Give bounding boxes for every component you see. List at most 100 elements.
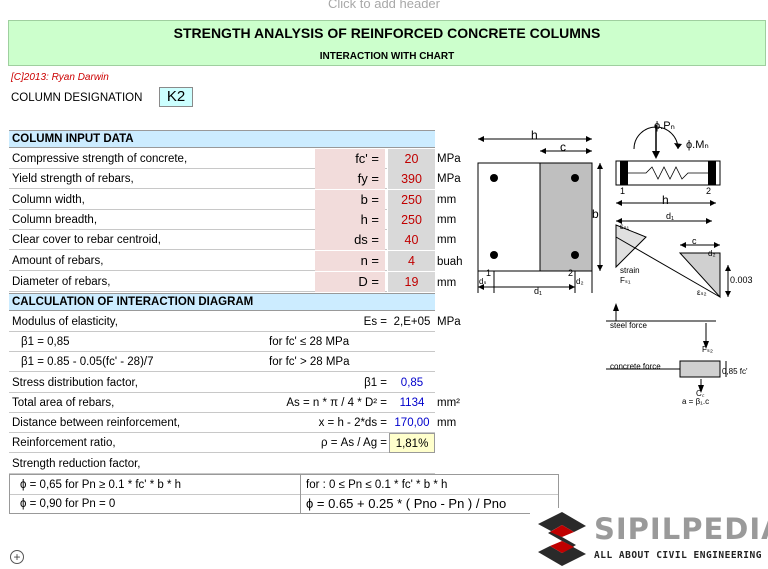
- input-label: Amount of rebars,: [12, 255, 104, 267]
- calc-row-ratio: Reinforcement ratio, ρ = As / Ag = 1,81%: [9, 433, 435, 453]
- calc-unit: mm²: [437, 397, 460, 409]
- Cc-label: C꜀: [696, 389, 705, 398]
- sipilpedia-logo: SIPILPEDIA ALL ABOUT CIVIL ENGINEERING: [530, 508, 768, 569]
- phi-table: ϕ = 0,65 for Pn ≥ 0.1 * fc' * b * h ϕ = …: [9, 474, 559, 514]
- bar-1-label: 1: [486, 268, 492, 278]
- calc-row-area: Total area of rebars, As = n * π / 4 * D…: [9, 393, 435, 413]
- concrete-force-label: concrete force: [610, 362, 661, 371]
- calc-value: 1134: [399, 397, 425, 409]
- phi-condition: for : 0 ≤ Pn ≤ 0.1 * fc' * b * h: [306, 479, 448, 491]
- fc-input[interactable]: 20: [387, 149, 435, 169]
- calc-row-beta-b: β1 = 0.85 - 0.05(fc' - 28)/7 for fc' > 2…: [9, 352, 435, 372]
- sheet-subtitle: INTERACTION WITH CHART: [319, 51, 455, 62]
- calc-value: 1,81%: [389, 433, 435, 453]
- input-label: Compressive strength of concrete,: [12, 153, 188, 165]
- calc-row-reduction: Strength reduction factor,: [9, 454, 435, 474]
- input-row-fc: Compressive strength of concrete, fc' = …: [9, 149, 435, 169]
- strain-bar-2-label: 2: [706, 186, 712, 196]
- input-symbol: ds =: [315, 230, 385, 250]
- divider: [300, 475, 301, 513]
- input-section-heading: COLUMN INPUT DATA: [9, 130, 435, 148]
- header-placeholder[interactable]: Click to add header: [327, 0, 440, 11]
- calc-label: β1 = 0.85 - 0.05(fc' - 28)/7: [21, 356, 154, 368]
- ds-input[interactable]: 40: [387, 230, 435, 250]
- input-row-ds: Clear cover to rebar centroid, ds = 40: [9, 230, 435, 250]
- input-symbol: D =: [315, 272, 385, 292]
- calc-equation: β1 =: [364, 377, 387, 389]
- input-unit: mm: [437, 194, 457, 206]
- calc-equation: x = h - 2*ds =: [318, 417, 387, 429]
- input-row-b: Column width, b = 250: [9, 190, 435, 210]
- calc-row-distance: Distance between reinforcement, x = h - …: [9, 413, 435, 433]
- input-label: Column width,: [12, 194, 85, 206]
- calc-label: Stress distribution factor,: [12, 377, 138, 389]
- calc-label: β1 = 0,85: [21, 336, 70, 348]
- input-label: Yield strength of rebars,: [12, 173, 134, 185]
- calc-label: Total area of rebars,: [12, 397, 115, 409]
- strain-bar-1-label: 1: [620, 186, 626, 196]
- input-unit: mm: [437, 277, 457, 289]
- input-label: Clear cover to rebar centroid,: [12, 234, 161, 246]
- dim-b-label: b: [592, 207, 599, 221]
- D-input[interactable]: 19: [387, 272, 435, 292]
- input-label: Diameter of rebars,: [12, 276, 111, 288]
- calc-section-heading: CALCULATION OF INTERACTION DIAGRAM: [9, 293, 435, 311]
- eps-val-label: 0.003: [730, 275, 753, 285]
- input-row-h: Column breadth, h = 250: [9, 210, 435, 230]
- column-designation-label: COLUMN DESIGNATION: [11, 92, 143, 104]
- calc-unit: MPa: [437, 316, 461, 328]
- eps-s1-label: εₛ₁: [620, 222, 630, 231]
- phi-mn-label: ϕ.Mₙ: [686, 139, 709, 151]
- calc-equation: ρ = As / Ag =: [321, 437, 387, 449]
- stress-val-label: 0,85 fc': [722, 367, 748, 376]
- calc-condition: for fc' > 28 MPa: [269, 356, 350, 368]
- eps-s2-label: εₛ₂: [697, 288, 707, 297]
- n-input[interactable]: 4: [387, 251, 435, 271]
- input-symbol: n =: [315, 251, 385, 271]
- calc-unit: mm: [437, 417, 457, 429]
- a-eq-label: a = β₁.c: [682, 397, 710, 406]
- input-symbol: fc' =: [315, 149, 385, 169]
- calc-row-modulus: Modulus of elasticity, Es = 2,E+05: [9, 312, 435, 332]
- steel-force-label: steel force: [610, 321, 647, 330]
- h-input[interactable]: 250: [387, 210, 435, 230]
- strain-d1-label: d₁: [666, 211, 675, 221]
- calc-label: Reinforcement ratio,: [12, 437, 116, 449]
- phi-pn-label: ϕ.Pₙ: [654, 120, 675, 132]
- calc-condition: for fc' ≤ 28 MPa: [269, 336, 350, 348]
- strain-h-label: h: [662, 193, 669, 207]
- input-label: Column breadth,: [12, 214, 98, 226]
- b-input[interactable]: 250: [387, 190, 435, 210]
- calc-label: Strength reduction factor,: [12, 458, 141, 470]
- dim-d2-label: d₂: [576, 277, 584, 286]
- calc-label: Distance between reinforcement,: [12, 417, 181, 429]
- calc-equation: As = n * π / 4 * D² =: [286, 397, 387, 409]
- strain-c-label: c: [692, 236, 697, 246]
- column-designation-input[interactable]: K2: [159, 87, 193, 107]
- strain-d2-label: d₂: [708, 249, 716, 258]
- fy-input[interactable]: 390: [387, 169, 435, 189]
- phi-rule-2: ϕ = 0,90 for Pn = 0: [20, 498, 116, 510]
- logo-tagline: ALL ABOUT CIVIL ENGINEERING: [594, 550, 762, 561]
- strain-label: strain: [620, 266, 640, 275]
- input-unit: mm: [437, 214, 457, 226]
- calc-row-beta-a: β1 = 0,85 for fc' ≤ 28 MPa: [9, 332, 435, 352]
- input-symbol: b =: [315, 190, 385, 210]
- calc-value: 170,00: [394, 417, 430, 429]
- input-row-n: Amount of rebars, n = 4: [9, 251, 435, 271]
- calc-row-stress: Stress distribution factor, β1 = 0,85: [9, 373, 435, 393]
- input-unit: buah: [437, 256, 463, 268]
- bar-2-label: 2: [568, 268, 574, 278]
- input-row-D: Diameter of rebars, D = 19: [9, 272, 435, 292]
- logo-name: SIPILPEDIA: [594, 512, 768, 546]
- divider: [10, 494, 558, 495]
- logo-mark-icon: [538, 512, 586, 566]
- calc-value: 0,85: [400, 377, 424, 389]
- sheet-title: STRENGTH ANALYSIS OF REINFORCED CONCRETE…: [173, 25, 601, 41]
- phi-rule-1: ϕ = 0,65 for Pn ≥ 0.1 * fc' * b * h: [20, 479, 182, 491]
- copyright-note: [C]2013: Ryan Darwin: [11, 72, 109, 83]
- dim-ds-label: dₛ: [479, 277, 487, 286]
- Fs1-label: Fₛ₁: [620, 276, 631, 285]
- add-sheet-icon[interactable]: +: [10, 550, 24, 564]
- strain-force-diagram: [606, 125, 731, 393]
